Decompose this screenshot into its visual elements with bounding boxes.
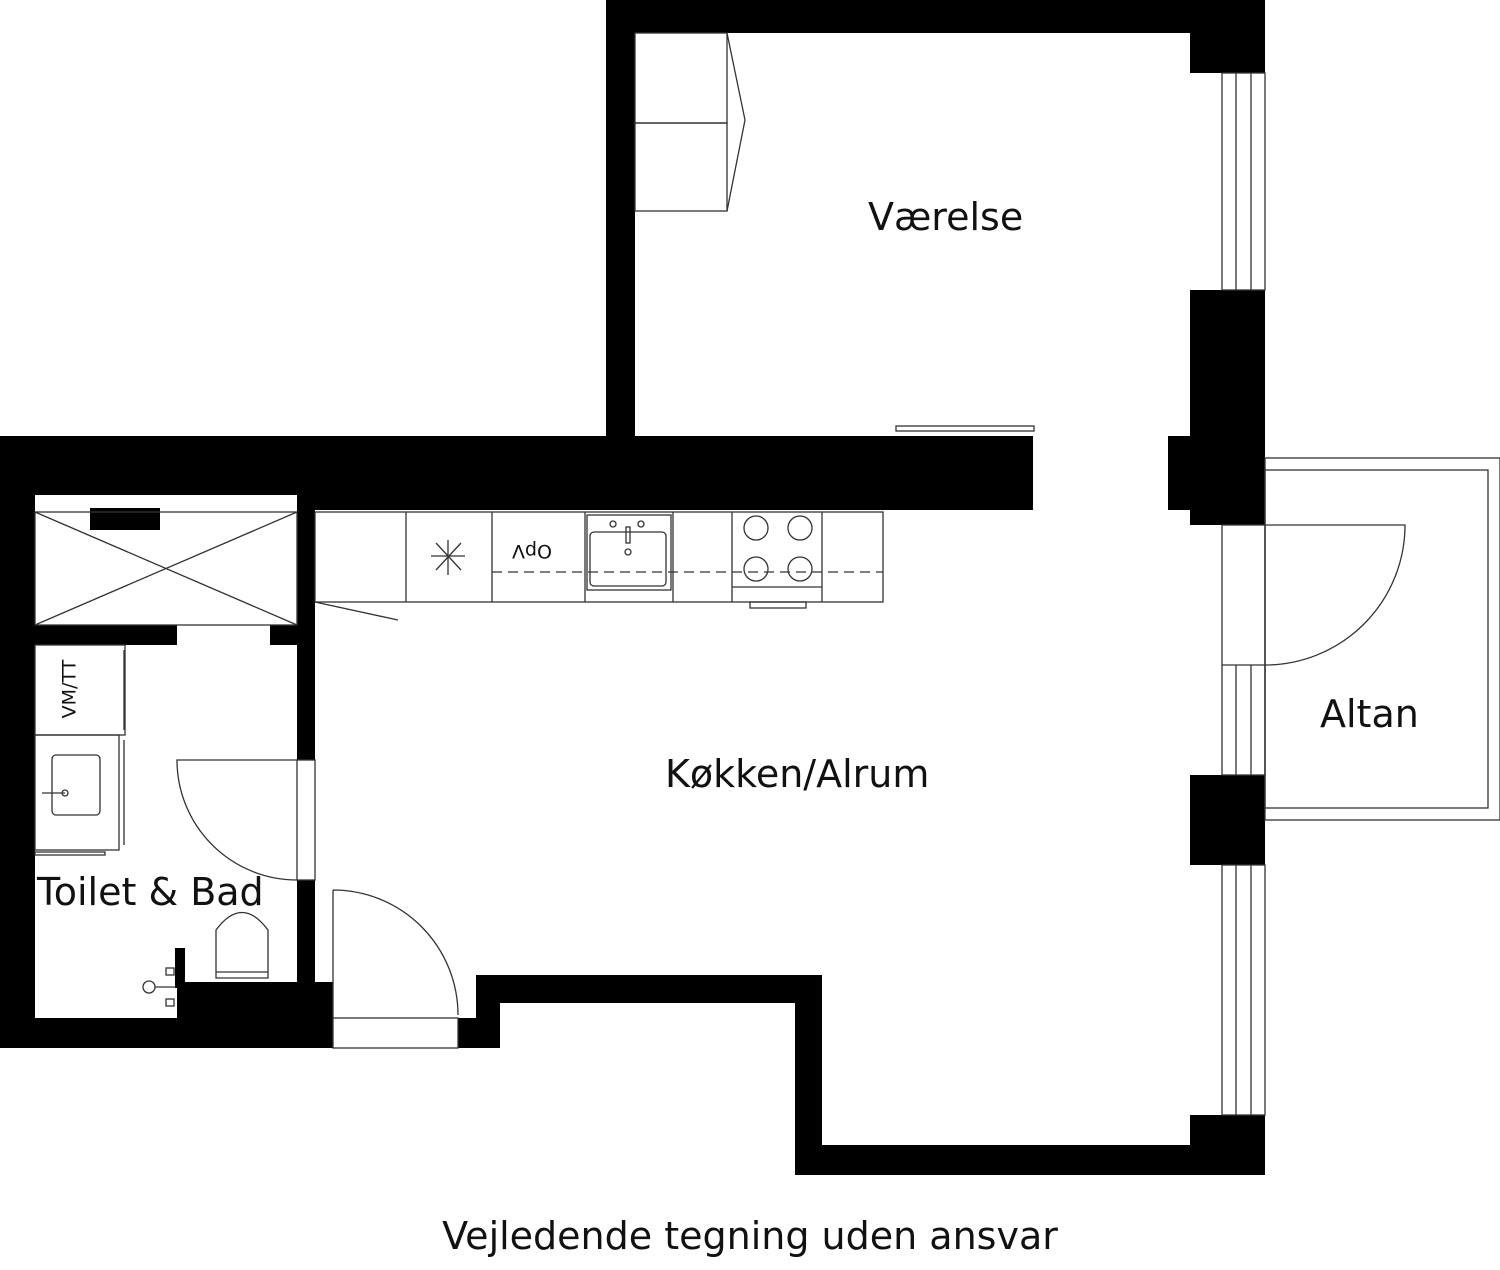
room-label-bathroom: Toilet & Bad <box>37 870 264 914</box>
dishwasher-label: OpV <box>512 540 553 562</box>
freezer-icon <box>431 540 465 575</box>
fixtures-lines <box>34 32 1500 1116</box>
room-label-bedroom: Værelse <box>868 195 1024 239</box>
room-label-kitchen-living: Køkken/Alrum <box>665 752 930 796</box>
room-label-balcony: Altan <box>1320 692 1419 736</box>
disclaimer-caption: Vejledende tegning uden ansvar <box>442 1214 1058 1258</box>
walls <box>0 0 1265 1175</box>
washer-dryer-label: VM/TT <box>58 659 81 719</box>
